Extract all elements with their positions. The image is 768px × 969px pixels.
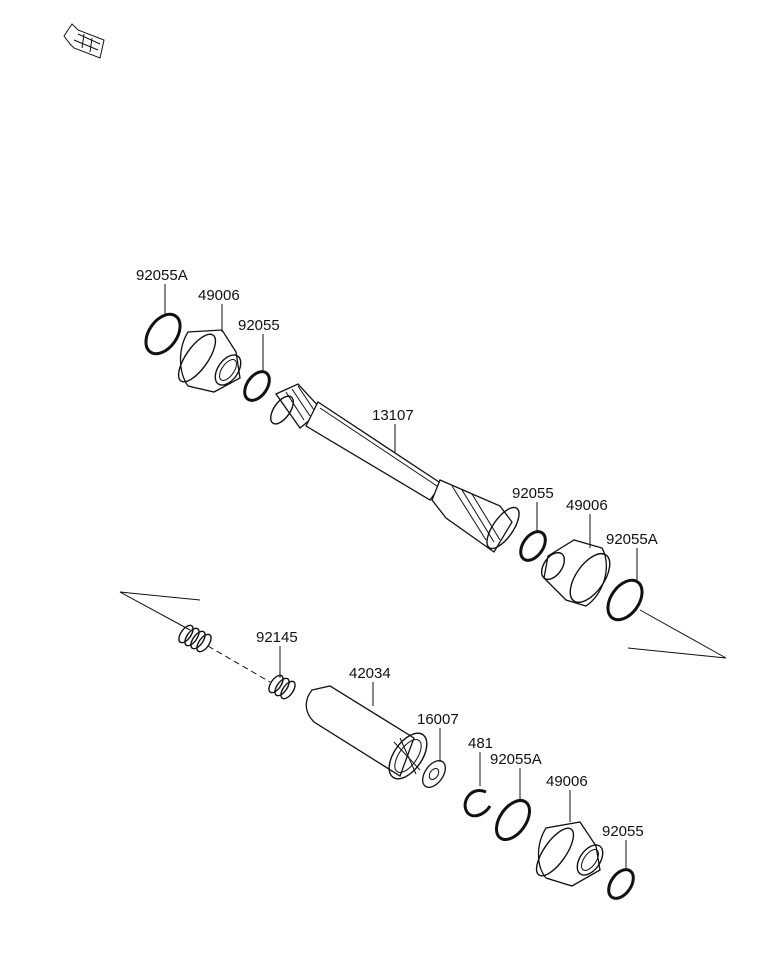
label-92055a-upper-left: 92055A [136, 267, 188, 284]
boot-49006-upper-right [540, 539, 611, 607]
label-13107: 13107 [372, 407, 414, 424]
spring-92145 [178, 624, 296, 700]
label-49006-upper-right: 49006 [566, 497, 608, 514]
label-49006-upper-left: 49006 [198, 287, 240, 304]
label-92055a-upper-right: 92055A [606, 531, 658, 548]
boot-49006-upper-left [177, 329, 242, 393]
label-42034: 42034 [349, 665, 391, 682]
label-92055a-lower: 92055A [490, 751, 542, 768]
o-ring-92055a-upper-left [144, 312, 182, 356]
o-ring-92055a-lower [494, 798, 532, 842]
o-ring-92055-upper-right [519, 530, 547, 562]
label-16007: 16007 [417, 711, 459, 728]
label-92055-upper-right: 92055 [512, 485, 554, 502]
label-481: 481 [468, 735, 493, 752]
label-92145: 92145 [256, 629, 298, 646]
part-labels: 92055A 49006 92055 13107 92055 49006 920… [136, 267, 658, 840]
label-92055-lower: 92055 [602, 823, 644, 840]
assembly-reference-lines [119, 591, 727, 659]
drive-shaft-13107 [270, 383, 520, 553]
label-49006-lower: 49006 [546, 773, 588, 790]
sleeve-42034 [305, 685, 428, 780]
label-92055-upper-left: 92055 [238, 317, 280, 334]
o-ring-92055-lower [607, 868, 635, 900]
washer-16007 [422, 760, 446, 788]
o-ring-92055a-upper-right [606, 578, 644, 622]
leader-lines [164, 284, 638, 870]
front-direction-icon [63, 23, 105, 59]
o-ring-92055-upper-left [243, 370, 271, 402]
circlip-481 [463, 789, 492, 818]
boot-49006-lower [535, 821, 604, 887]
